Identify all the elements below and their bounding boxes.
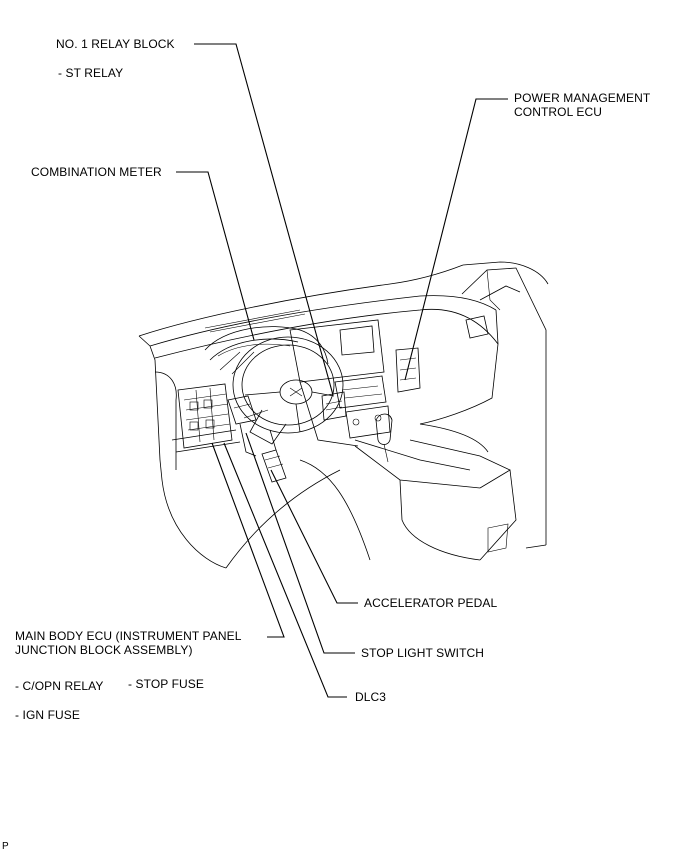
stop-fuse-label: - STOP FUSE — [128, 677, 205, 691]
leader-main-body-ecu — [211, 442, 285, 638]
st-relay-label: - ST RELAY — [58, 66, 124, 80]
dlc3-label: DLC3 — [355, 690, 387, 704]
leader-dlc3 — [223, 442, 347, 698]
leader-combination-meter — [176, 171, 255, 341]
accelerator-pedal-label: ACCELERATOR PEDAL — [364, 596, 498, 610]
ign-fuse-label: - IGN FUSE — [15, 708, 81, 722]
main-body-ecu-label-line2: JUNCTION BLOCK ASSEMBLY) — [15, 643, 193, 657]
leader-relay-block — [194, 43, 334, 396]
dashboard-drawing — [138, 261, 549, 569]
corner-mark: P — [2, 841, 9, 852]
copn-relay-label: - C/OPN RELAY — [15, 679, 104, 693]
stop-light-switch-label: STOP LIGHT SWITCH — [361, 646, 485, 660]
leader-stop-light-switch — [245, 432, 355, 654]
leader-accelerator-pedal — [270, 469, 358, 604]
relay-block-label: NO. 1 RELAY BLOCK — [56, 37, 175, 51]
combination-meter-label: COMBINATION METER — [31, 165, 162, 179]
leader-power-mgmt-ecu — [404, 98, 508, 381]
main-body-ecu-label-line1: MAIN BODY ECU (INSTRUMENT PANEL — [15, 629, 242, 643]
leader-lines — [176, 43, 508, 698]
power-mgmt-ecu-label-line2: CONTROL ECU — [514, 105, 602, 119]
power-mgmt-ecu-label-line1: POWER MANAGEMENT — [514, 91, 651, 105]
